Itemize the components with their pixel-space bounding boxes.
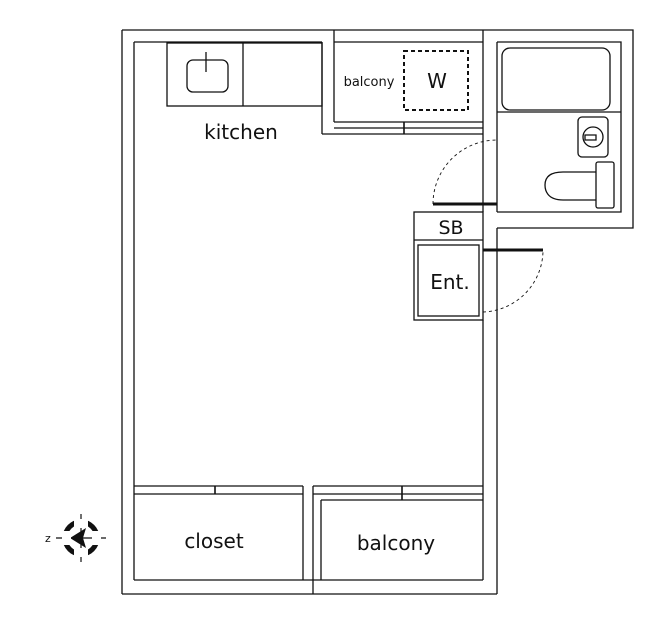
balcony-small-label: balcony — [344, 75, 395, 90]
toilet — [544, 161, 615, 209]
balcony-main-area — [312, 485, 483, 594]
kitchen-label: kitchen — [204, 120, 278, 144]
washbasin — [577, 116, 609, 158]
bathroom-walls — [483, 29, 634, 229]
bathtub — [501, 47, 611, 111]
kitchen-counter — [166, 42, 323, 107]
closet-area — [134, 485, 304, 580]
washer-label: W — [427, 69, 447, 93]
entrance-door — [482, 248, 544, 313]
entrance-area — [413, 211, 484, 321]
washer-space — [403, 50, 469, 111]
balcony-small-area — [321, 30, 483, 135]
closet-label: closet — [184, 529, 244, 553]
sink-icon — [186, 59, 229, 93]
shoe-box-label: SB — [438, 217, 463, 239]
balcony-main-label: balcony — [357, 531, 435, 555]
bathroom-door — [432, 139, 498, 206]
compass-north-label: z — [45, 532, 51, 545]
outer-walls — [121, 29, 498, 595]
entrance-label: Ent. — [430, 270, 470, 294]
washbasin-bowl-icon — [582, 126, 604, 148]
compass-icon — [56, 514, 106, 562]
